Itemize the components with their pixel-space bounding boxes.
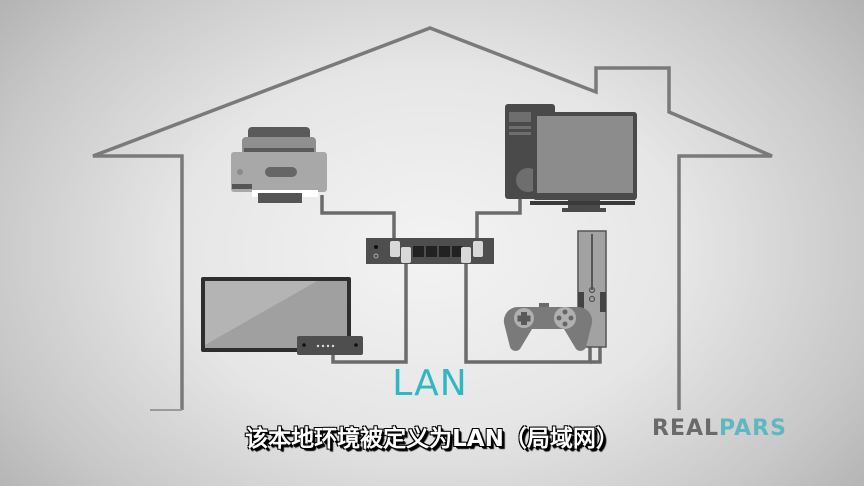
- brand-logo: REALPARS: [652, 416, 787, 441]
- gamepad-icon: [503, 303, 593, 351]
- router-switch-icon: [366, 238, 494, 264]
- desktop-computer-icon: [505, 104, 637, 212]
- brand-logo-part2: PARS: [719, 416, 787, 441]
- subtitle-caption: 该本地环境被定义为LAN（局域网）: [245, 426, 619, 452]
- lan-label: LAN: [392, 363, 468, 404]
- printer-icon: [231, 127, 327, 203]
- house-outline: [92, 26, 773, 410]
- cables: [320, 195, 602, 364]
- brand-logo-part1: REAL: [652, 416, 720, 441]
- set-top-box-icon: [297, 336, 363, 355]
- tv-icon: [201, 277, 351, 352]
